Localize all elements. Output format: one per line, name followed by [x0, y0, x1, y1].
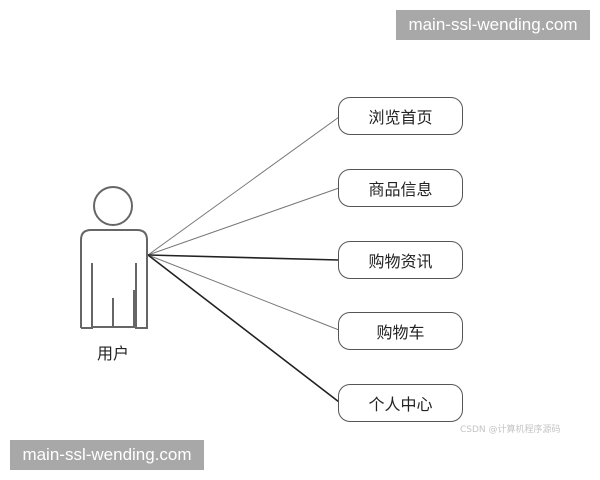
- usecase-personal-center: 个人中心: [338, 384, 463, 422]
- csdn-credit-watermark: CSDN @计算机程序源码: [460, 425, 561, 435]
- edge-shopping-news: [147, 254, 340, 261]
- usecase-label: 商品信息: [368, 180, 433, 199]
- usecase-shopping-news: 购物资讯: [338, 241, 463, 279]
- usecase-label: 个人中心: [368, 395, 433, 414]
- actor-label: 用户: [96, 344, 129, 363]
- edge-personal-center: [147, 254, 340, 403]
- usecase-label: 购物车: [376, 323, 425, 342]
- edge-product-info: [147, 187, 340, 256]
- watermark-top: main-ssl-wending.com: [396, 10, 590, 40]
- usecase-cart: 购物车: [338, 312, 463, 350]
- usecase-label: 浏览首页: [368, 108, 433, 127]
- usecase-label: 购物资讯: [368, 252, 433, 271]
- association-lines: [147, 116, 340, 403]
- stick-figure-actor-icon: [80, 186, 148, 329]
- watermark-bottom: main-ssl-wending.com: [10, 440, 204, 470]
- edge-browse-home: [147, 116, 340, 256]
- usecase-browse-home: 浏览首页: [338, 97, 463, 135]
- edge-cart: [147, 254, 340, 331]
- usecase-product-info: 商品信息: [338, 169, 463, 207]
